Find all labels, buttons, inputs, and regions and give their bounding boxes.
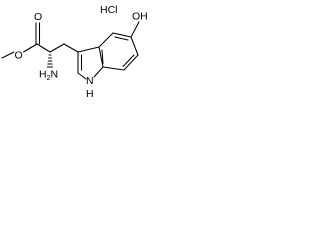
indole-h-label: H [86,88,94,100]
carbonyl-oxygen-label: O [34,11,42,23]
structure-canvas: HCl O O H2N H N [0,0,155,115]
hydroxyl-label: OH [132,11,148,23]
amine-group: H2N [39,69,58,83]
alpha-bond [36,43,51,53]
amine-subscript: 2 [47,75,51,82]
ester-bond [22,43,38,53]
methyl-bond [1,51,15,59]
chemical-structure-drawing: HCl O O H2N H N [1,4,148,100]
amine-h-label: H [39,69,47,81]
side-chain-bond-2 [63,43,79,53]
ester-oxygen-label: O [15,50,23,62]
benzene-ring [98,32,139,71]
side-chain-bond-1 [49,43,65,53]
indole-n-label: N [86,75,94,87]
hcl-label: HCl [100,4,118,16]
hydroxyl-bond [130,21,140,38]
hashed-wedge-bond [46,54,54,68]
amine-n-label: N [51,69,59,81]
pyrrole-ring [77,46,104,80]
